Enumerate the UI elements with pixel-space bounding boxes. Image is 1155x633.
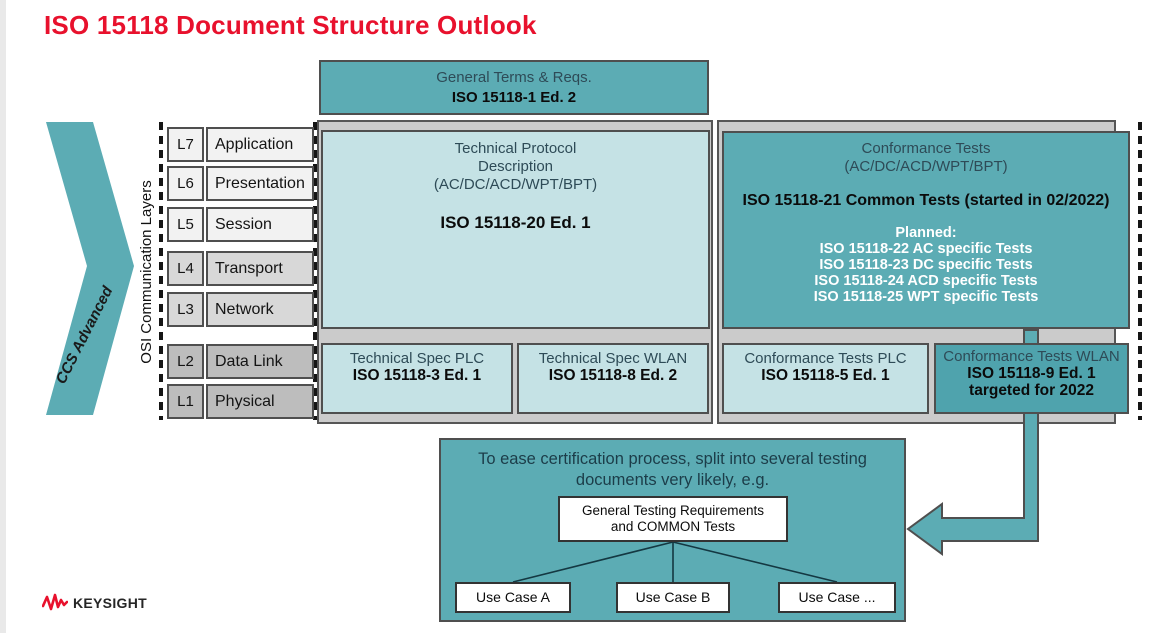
conformance-planned-2: ISO 15118-23 DC specific Tests [819,257,1033,273]
ccs-advanced-chevron-icon [46,122,134,415]
layer-id-l5: L5 [167,207,204,242]
conformance-wlan-box: Conformance Tests WLAN ISO 15118-9 Ed. 1… [934,343,1129,414]
conformance-planned-heading: Planned: [895,225,957,241]
layer-name-application: Application [206,127,314,162]
certification-note-line-2: documents very likely, e.g. [575,471,770,489]
use-case-etc-box: Use Case ... [778,582,896,613]
tech-spec-wlan-title: Technical Spec WLAN [538,350,688,367]
conformance-plc-doc: ISO 15118-5 Ed. 1 [761,367,890,384]
dashed-boundary-left [159,122,163,420]
page-title: ISO 15118 Document Structure Outlook [44,10,537,40]
tech-spec-wlan-box: Technical Spec WLAN ISO 15118-8 Ed. 2 [517,343,709,414]
general-terms-title: General Terms & Reqs. [436,69,592,86]
conformance-title-2: (AC/DC/ACD/WPT/BPT) [844,158,1008,175]
certification-note-line-1: To ease certification process, split int… [478,450,867,468]
use-case-a-box: Use Case A [455,582,571,613]
conformance-common-doc: ISO 15118-21 Common Tests (started in 02… [742,192,1110,209]
layer-id-l1: L1 [167,384,204,419]
general-testing-line-2: and COMMON Tests [610,519,736,534]
layer-id-l2: L2 [167,344,204,379]
tech-protocol-doc: ISO 15118-20 Ed. 1 [440,213,591,232]
layer-name-presentation: Presentation [206,166,314,201]
conformance-wlan-title: Conformance Tests WLAN [943,348,1120,365]
conformance-box: Conformance Tests (AC/DC/ACD/WPT/BPT) IS… [722,131,1130,329]
tech-spec-plc-box: Technical Spec PLC ISO 15118-3 Ed. 1 [321,343,513,414]
layer-id-l7: L7 [167,127,204,162]
conformance-wlan-target: targeted for 2022 [969,382,1094,399]
conformance-title-1: Conformance Tests [861,140,991,157]
layer-id-l6: L6 [167,166,204,201]
layer-name-datalink: Data Link [206,344,314,379]
conformance-wlan-doc: ISO 15118-9 Ed. 1 [967,365,1096,382]
conformance-plc-box: Conformance Tests PLC ISO 15118-5 Ed. 1 [722,343,929,414]
layer-id-l4: L4 [167,251,204,286]
dashed-boundary-middle [313,122,317,420]
tech-spec-wlan-doc: ISO 15118-8 Ed. 2 [548,367,678,384]
general-testing-box: General Testing Requirements and COMMON … [558,496,788,542]
certification-note-box: To ease certification process, split int… [439,438,906,622]
general-testing-line-1: General Testing Requirements [581,503,765,518]
conformance-planned-1: ISO 15118-22 AC specific Tests [819,241,1033,257]
layer-name-session: Session [206,207,314,242]
tech-protocol-title-2: Description [477,158,554,175]
keysight-logo: KEYSIGHT [42,593,147,613]
tech-protocol-title-1: Technical Protocol [454,140,577,157]
use-case-b-box: Use Case B [616,582,730,613]
tech-spec-plc-doc: ISO 15118-3 Ed. 1 [352,367,482,384]
tech-protocol-title-3: (AC/DC/ACD/WPT/BPT) [433,176,598,193]
conformance-planned-4: ISO 15118-25 WPT specific Tests [813,289,1039,305]
dashed-boundary-right [1138,122,1142,420]
tech-spec-plc-title: Technical Spec PLC [349,350,485,367]
keysight-wave-icon [42,593,68,611]
tree-connector-lines [512,541,838,583]
general-terms-box: General Terms & Reqs. ISO 15118-1 Ed. 2 [319,60,709,115]
tech-protocol-box: Technical Protocol Description (AC/DC/AC… [321,130,710,329]
layer-name-physical: Physical [206,384,314,419]
layer-name-transport: Transport [206,251,314,286]
keysight-logo-text: KEYSIGHT [73,595,147,611]
conformance-plc-title: Conformance Tests PLC [744,350,907,367]
layer-id-l3: L3 [167,292,204,327]
layer-name-network: Network [206,292,314,327]
general-terms-doc: ISO 15118-1 Ed. 2 [451,89,577,106]
conformance-planned-3: ISO 15118-24 ACD specific Tests [814,273,1038,289]
